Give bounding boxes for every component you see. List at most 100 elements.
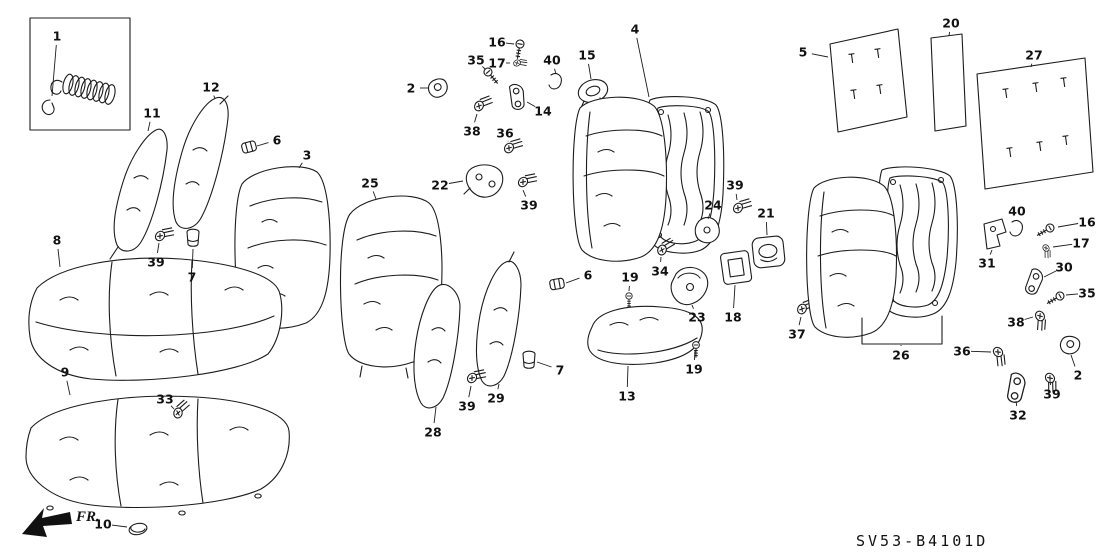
part-26-seatback-pad [806, 176, 898, 338]
callout-leader [1070, 354, 1076, 367]
part-22-bracket [463, 164, 504, 198]
part-11-side-pad [109, 128, 168, 260]
part-16-screw-left [512, 38, 526, 61]
callout-38: 38 [463, 124, 480, 139]
callout-35: 35 [1078, 286, 1095, 301]
callout-27: 27 [1025, 48, 1042, 63]
callout-14: 14 [534, 104, 552, 119]
fr-label: FR. [75, 509, 100, 525]
callout-31: 31 [978, 256, 995, 271]
callout-leader [448, 180, 464, 184]
callout-33: 33 [156, 392, 173, 407]
callout-39: 39 [458, 399, 475, 414]
callout-32: 32 [1009, 408, 1026, 423]
callout-24: 24 [704, 198, 722, 213]
callout-leader [66, 380, 71, 396]
part-20-panel [930, 33, 967, 132]
spring-hook-end [50, 79, 63, 95]
callout-36: 36 [496, 126, 514, 141]
callout-17: 17 [1072, 236, 1089, 251]
callout-leader [213, 95, 216, 100]
part-2-grommet-left [425, 76, 451, 100]
callout-leader [554, 68, 557, 75]
part-21-pull-cup [751, 235, 786, 269]
part-40-clip-right [1009, 220, 1023, 237]
part-31-bracket [983, 218, 1007, 250]
callout-leader [147, 121, 151, 132]
callout-leaders [51, 31, 1079, 528]
callout-leader [691, 304, 694, 309]
callout-leader [522, 189, 527, 197]
callout-10: 10 [94, 517, 112, 532]
callout-leader [707, 213, 711, 220]
callout-13: 13 [618, 389, 635, 404]
callout-39: 39 [726, 178, 743, 193]
part-10-clip [128, 522, 148, 536]
callout-22: 22 [431, 178, 448, 193]
callout-leader [811, 53, 829, 58]
callout-leader [191, 248, 194, 269]
part-9-seat-cushion-lower [25, 395, 290, 516]
part-6-clip-left [240, 139, 258, 155]
part-29-side-pad [475, 251, 522, 387]
callout-leader [1052, 243, 1073, 248]
callout-12: 12 [202, 80, 219, 95]
callout-30: 30 [1055, 260, 1073, 275]
spring-hook-part [41, 99, 55, 116]
callout-28: 28 [424, 425, 441, 440]
callout-7: 7 [188, 270, 197, 285]
callout-11: 11 [143, 106, 160, 121]
callout-29: 29 [487, 391, 504, 406]
callout-37: 37 [788, 327, 805, 342]
part-6-clip-right [548, 277, 566, 291]
callout-leader [482, 66, 486, 70]
part-2-grommet-right [1057, 333, 1082, 357]
part-40-clip-left [548, 73, 562, 90]
callout-19: 19 [621, 270, 638, 285]
callout-39: 39 [1043, 387, 1060, 402]
callout-16: 16 [1078, 215, 1096, 230]
callout-leader [1030, 63, 1033, 68]
callout-40: 40 [1008, 204, 1026, 219]
part-19-screw-bottom [692, 341, 700, 359]
callout-leader [170, 405, 175, 410]
callout-leader [765, 221, 768, 236]
callout-8: 8 [53, 233, 62, 248]
callout-20: 20 [942, 16, 960, 31]
part-5-panel [829, 28, 908, 133]
callout-leader [57, 248, 61, 268]
callout-leader [298, 162, 303, 169]
callout-9: 9 [61, 365, 70, 380]
callout-leader [1043, 270, 1057, 278]
diagram-code: SV53-B4101D [856, 532, 988, 550]
part-4-seatback-assembly [572, 96, 725, 262]
part-8-seat-cushion [28, 257, 283, 381]
callout-leader [989, 249, 993, 255]
callout-1: 1 [53, 29, 62, 44]
callout-leader [733, 284, 736, 309]
part-28-side-pad [413, 284, 461, 409]
fr-arrow-icon [22, 508, 72, 537]
callout-leader [433, 406, 437, 424]
part-38-bolt-right [1028, 308, 1053, 334]
part-39-bolt [516, 168, 541, 193]
callout-leader [526, 101, 536, 107]
callout-21: 21 [757, 206, 774, 221]
callout-19: 19 [685, 362, 702, 377]
callout-leader [1057, 223, 1079, 228]
callout-15: 15 [578, 48, 595, 63]
part-18-bezel [720, 250, 753, 285]
part-1-spring-assembly [29, 17, 131, 131]
part-32-hinge [1006, 371, 1028, 405]
part-25-seatback-pad [339, 195, 443, 379]
callout-leader [948, 31, 951, 37]
callout-18: 18 [724, 310, 741, 325]
callout-leader [372, 191, 377, 200]
callout-36: 36 [953, 344, 971, 359]
part-39-bolt [153, 222, 178, 247]
callout-23: 23 [688, 310, 705, 325]
callout-leader [468, 385, 472, 398]
callout-5: 5 [799, 45, 808, 60]
callout-leader [156, 242, 160, 254]
